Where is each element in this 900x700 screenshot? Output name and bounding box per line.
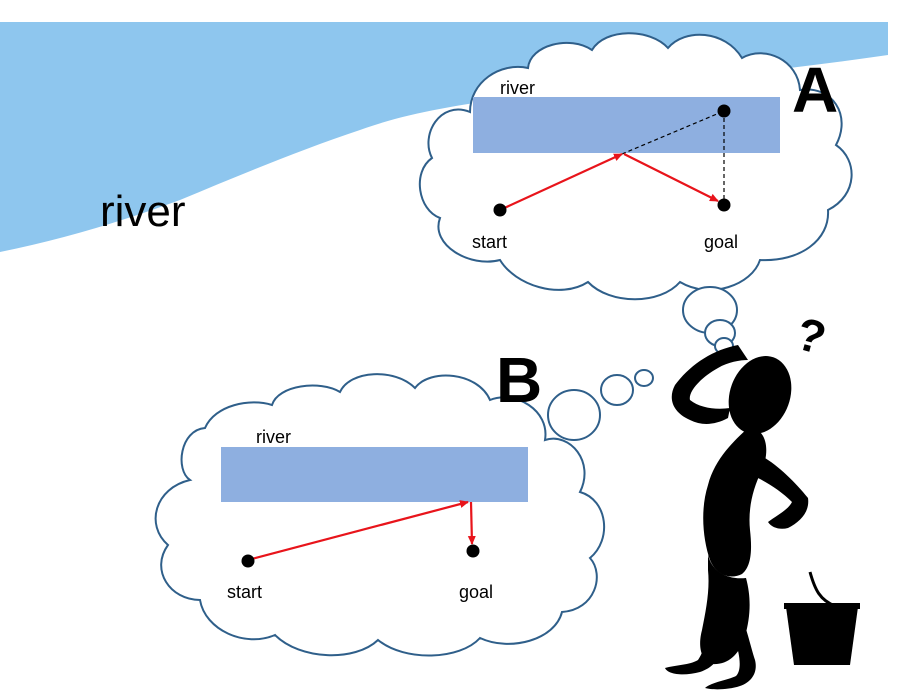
panel-a-goal-dot — [717, 198, 731, 212]
panel-b-goal-label: goal — [459, 582, 493, 602]
panel-b-letter: B — [496, 344, 542, 416]
panel-b-goal-dot — [466, 544, 480, 558]
panel-a-reflected-goal-dot — [717, 104, 731, 118]
panel-a-river-box — [473, 97, 780, 153]
scene-river-label: river — [100, 187, 186, 236]
panel-a-letter: A — [792, 54, 838, 126]
panel-b-river-box — [221, 447, 528, 502]
panel-b-arrow-to-river — [247, 500, 469, 562]
panel-a-goal-label: goal — [704, 232, 738, 252]
panel-a-river-label: river — [500, 78, 535, 98]
thinking-person-icon — [665, 345, 809, 690]
panel-a-start-label: start — [472, 232, 507, 252]
thought-bubbles-b — [547, 369, 654, 441]
panel-b-start-dot — [241, 554, 255, 568]
panel-a-arrow-to-river — [499, 153, 623, 211]
panel-a-dashed-reflection — [621, 110, 725, 155]
panel-b-start-label: start — [227, 582, 262, 602]
bucket-icon — [784, 571, 860, 665]
panel-a-arrow-to-goal — [623, 153, 719, 202]
panel-b-river-label: river — [256, 427, 291, 447]
thought-cloud-b — [154, 373, 606, 657]
panel-b-arrow-to-goal — [467, 501, 476, 545]
thought-bubbles-a — [682, 286, 738, 355]
panel-a-start-dot — [493, 203, 507, 217]
